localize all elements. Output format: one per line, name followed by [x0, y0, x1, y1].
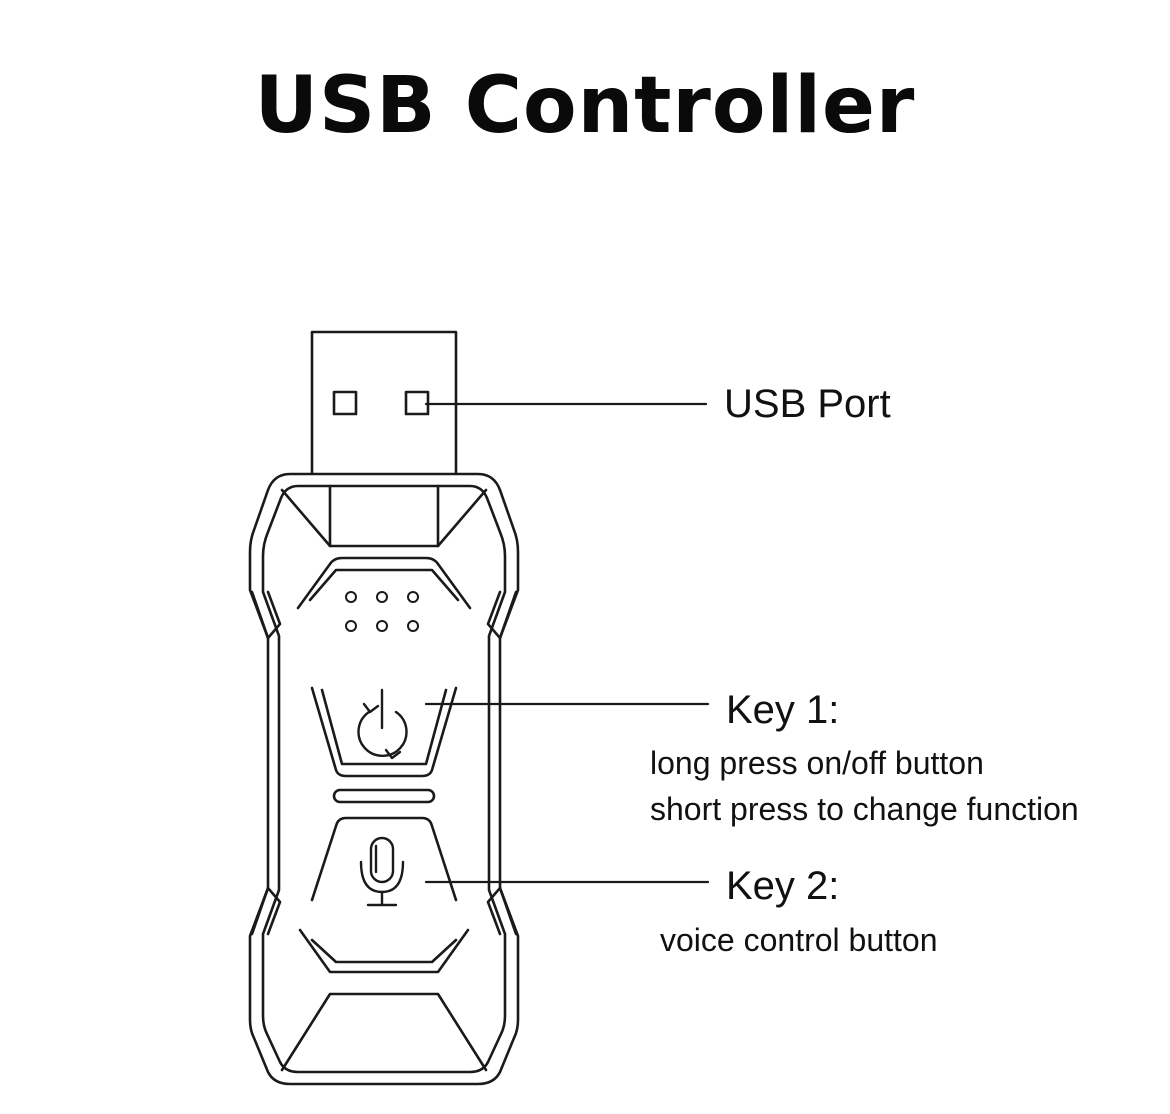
left-upper-facet	[250, 590, 282, 640]
key2-well	[310, 816, 458, 902]
key2-label: Key 2:	[726, 864, 840, 908]
top-facet	[280, 488, 488, 548]
usb-port-label: USB Port	[724, 382, 891, 426]
key2-description-line1: voice control button	[660, 922, 938, 958]
right-upper-facet	[486, 590, 518, 640]
key1-well	[310, 686, 458, 778]
microphone-icon	[359, 836, 405, 907]
indicator-bezel	[296, 556, 472, 610]
device-body-outline	[248, 472, 520, 1086]
page-title: USB Controller	[254, 61, 916, 151]
key1-description-line2: short press to change function	[650, 791, 1079, 827]
usb-plug	[310, 330, 458, 484]
power-cycle-icon	[357, 688, 408, 760]
bottom-facet	[280, 992, 488, 1072]
key-divider	[332, 788, 436, 804]
key1-label: Key 1:	[726, 688, 840, 732]
usb-pin-left	[332, 390, 358, 416]
led-dots	[345, 591, 419, 632]
right-lower-facet	[486, 886, 518, 936]
device-body-inner-contour	[261, 484, 507, 1074]
left-lower-facet	[250, 886, 282, 936]
key1-description-line1: long press on/off button	[650, 745, 984, 781]
